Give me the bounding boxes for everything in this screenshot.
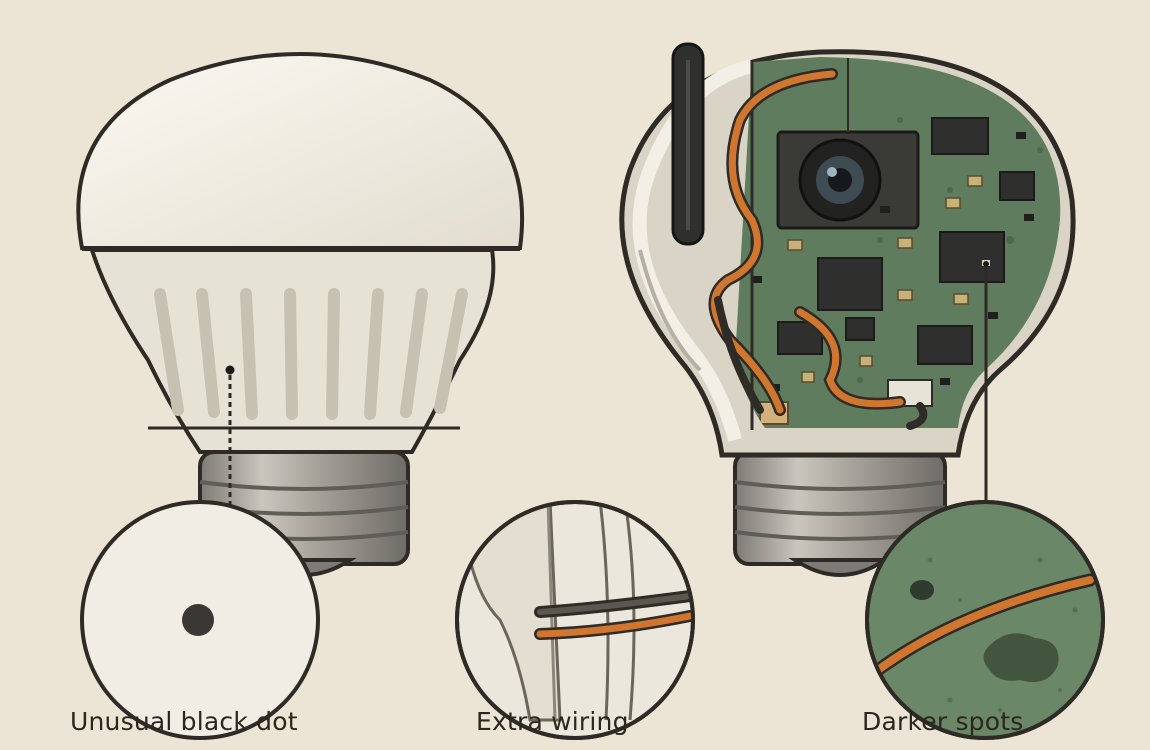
cutaway-bulb [619,42,1076,577]
caption-darker-spots: Darker spots [862,707,1024,736]
left-glass-dome [76,52,525,250]
caption-extra-wiring: Extra wiring [476,707,629,736]
magnifier-black-dot [80,500,320,740]
black-dot-marker [225,365,235,375]
dark-spot-large [983,633,1059,683]
magnifier-darker-spots [865,500,1105,740]
caption-unusual-black-dot: Unusual black dot [70,707,298,736]
magnifier-extra-wiring [455,500,695,740]
internal-wiring [708,68,928,430]
chips [777,117,1035,365]
black-dot-closeup [182,604,214,636]
antenna [671,42,705,246]
hidden-camera [776,130,920,230]
dark-spot-small [910,580,934,600]
normal-bulb [76,52,525,577]
left-collar [89,248,496,454]
